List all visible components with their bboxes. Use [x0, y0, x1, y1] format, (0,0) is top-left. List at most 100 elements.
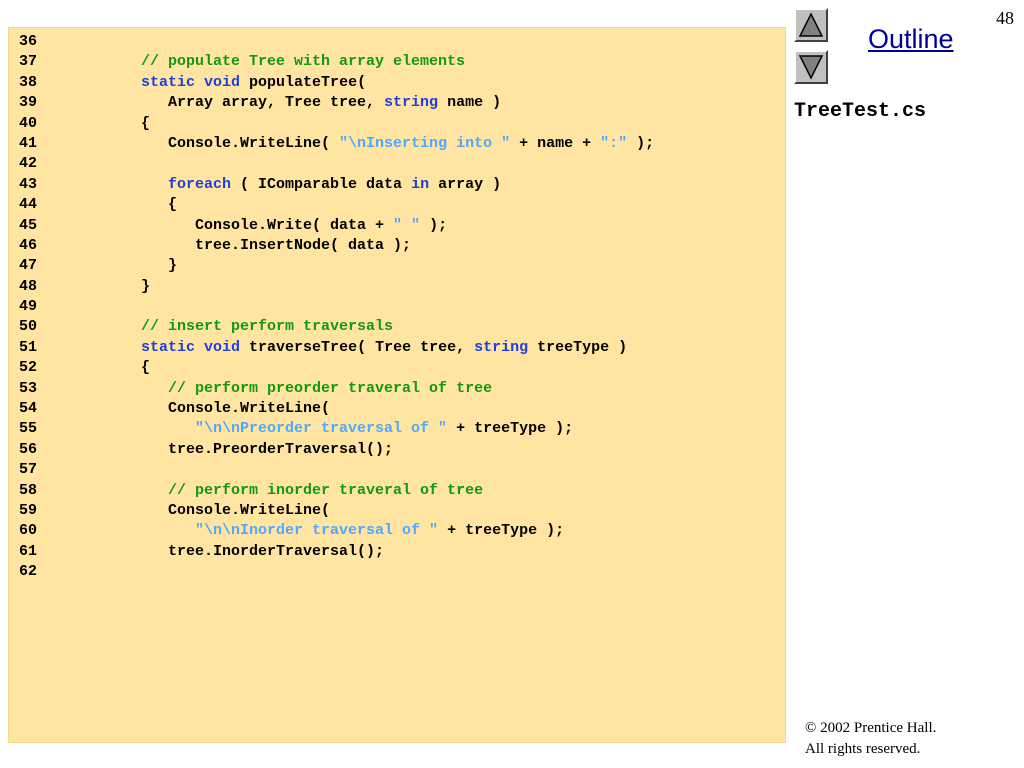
- code-line: 62: [19, 562, 654, 582]
- code-keyword: string: [474, 338, 529, 356]
- code-string: "\n\nInorder traversal of ": [195, 522, 439, 540]
- code-string: "\nInserting into ": [339, 134, 511, 152]
- code-line: 40{: [19, 114, 654, 134]
- copyright-notice: © 2002 Prentice Hall. All rights reserve…: [805, 718, 936, 760]
- code-keyword: void: [204, 73, 241, 91]
- line-number: 51: [19, 338, 38, 356]
- code-text: [141, 380, 168, 397]
- line-number: 47: [19, 257, 38, 275]
- code-text: );: [627, 134, 655, 152]
- code-comment: // populate Tree with array elements: [141, 53, 466, 71]
- code-line: 54 Console.WriteLine(: [19, 399, 654, 419]
- code-text: name ): [438, 94, 502, 112]
- code-line: 58 // perform inorder traveral of tree: [19, 481, 654, 501]
- code-text: tree.InorderTraversal();: [141, 542, 385, 560]
- code-text: );: [420, 216, 448, 234]
- code-text: [141, 176, 168, 193]
- code-line: 46 tree.InsertNode( data );: [19, 236, 654, 256]
- line-number: 44: [19, 196, 38, 214]
- triangle-down-icon: [798, 55, 824, 80]
- code-text: Console.WriteLine(: [141, 400, 331, 418]
- line-number: 38: [19, 73, 38, 91]
- code-text: [141, 482, 168, 499]
- code-keyword: in: [411, 175, 430, 193]
- code-line: 36: [19, 32, 654, 52]
- code-text: {: [141, 196, 178, 214]
- code-text: Console.WriteLine(: [141, 134, 340, 152]
- line-number: 61: [19, 542, 38, 560]
- code-text: [141, 420, 195, 437]
- line-number: 40: [19, 114, 38, 132]
- line-number: 41: [19, 134, 38, 152]
- code-text: {: [141, 359, 151, 377]
- line-number: 45: [19, 216, 38, 234]
- code-comment: // perform preorder traveral of tree: [168, 379, 493, 397]
- code-line: 53 // perform preorder traveral of tree: [19, 379, 654, 399]
- line-number: 36: [19, 33, 38, 50]
- line-number: 39: [19, 94, 38, 112]
- line-number: 49: [19, 298, 38, 316]
- code-text: [141, 522, 195, 539]
- line-number: 55: [19, 420, 38, 438]
- line-number: 42: [19, 155, 38, 173]
- page-number: 48: [996, 8, 1014, 28]
- line-number: 50: [19, 318, 38, 336]
- outline-link[interactable]: Outline: [868, 24, 954, 54]
- code-text: Array array, Tree tree,: [141, 94, 385, 112]
- code-line: 47 }: [19, 256, 654, 276]
- line-number: 62: [19, 563, 38, 581]
- line-number: 54: [19, 400, 38, 418]
- code-listing: 36 37 // populate Tree with array elements…: [19, 32, 654, 583]
- code-line: 52 {: [19, 358, 654, 378]
- code-line: 39 Array array, Tree tree, string name ): [19, 93, 654, 113]
- code-string: ":": [600, 134, 628, 152]
- code-line: 37 // populate Tree with array elements: [19, 52, 654, 72]
- code-line: 48}: [19, 277, 654, 297]
- line-number: 56: [19, 440, 38, 458]
- code-text: }: [141, 277, 151, 295]
- code-text: + treeType );: [438, 522, 565, 540]
- code-line: 59 Console.WriteLine(: [19, 501, 654, 521]
- line-number: 43: [19, 175, 38, 193]
- copyright-line-2: All rights reserved.: [805, 741, 921, 757]
- code-text: }: [141, 257, 178, 275]
- next-slide-button[interactable]: [794, 50, 828, 84]
- line-number: 48: [19, 277, 38, 295]
- line-number: 57: [19, 461, 38, 479]
- code-line: 55 "\n\nPreorder traversal of " + treeTy…: [19, 419, 654, 439]
- code-panel: 36 37 // populate Tree with array elements…: [8, 27, 786, 743]
- code-line: 57: [19, 460, 654, 480]
- code-keyword: foreach: [168, 175, 232, 193]
- code-text: treeType ): [528, 338, 628, 356]
- previous-slide-button[interactable]: [794, 8, 828, 42]
- code-text: + treeType );: [447, 420, 574, 438]
- line-number: 53: [19, 379, 38, 397]
- line-number: 60: [19, 522, 38, 540]
- code-text: [195, 339, 204, 356]
- code-keyword: void: [204, 338, 241, 356]
- code-text: tree.InsertNode( data );: [141, 236, 412, 254]
- line-number: 58: [19, 481, 38, 499]
- file-name: TreeTest.cs: [794, 100, 927, 123]
- line-number: 59: [19, 501, 38, 519]
- code-line: 43 foreach ( IComparable data in array ): [19, 175, 654, 195]
- code-line: 60 "\n\nInorder traversal of " + treeTyp…: [19, 521, 654, 541]
- code-text: [195, 74, 204, 91]
- code-line: 61 tree.InorderTraversal();: [19, 542, 654, 562]
- line-number: 46: [19, 236, 38, 254]
- line-number: 52: [19, 359, 38, 377]
- code-text: ( IComparable data: [231, 175, 412, 193]
- line-number: 37: [19, 53, 38, 71]
- code-comment: // insert perform traversals: [141, 318, 394, 336]
- code-line: 56 tree.PreorderTraversal();: [19, 440, 654, 460]
- code-text: tree.PreorderTraversal();: [141, 440, 394, 458]
- code-line: 42: [19, 154, 654, 174]
- code-string: " ": [393, 216, 421, 234]
- code-string: "\n\nPreorder traversal of ": [195, 420, 448, 438]
- copyright-line-1: © 2002 Prentice Hall.: [805, 720, 937, 736]
- code-keyword: static: [141, 73, 196, 91]
- code-line: 45 Console.Write( data + " " );: [19, 216, 654, 236]
- code-text: + name +: [510, 134, 601, 152]
- code-text: Console.Write( data +: [141, 216, 394, 234]
